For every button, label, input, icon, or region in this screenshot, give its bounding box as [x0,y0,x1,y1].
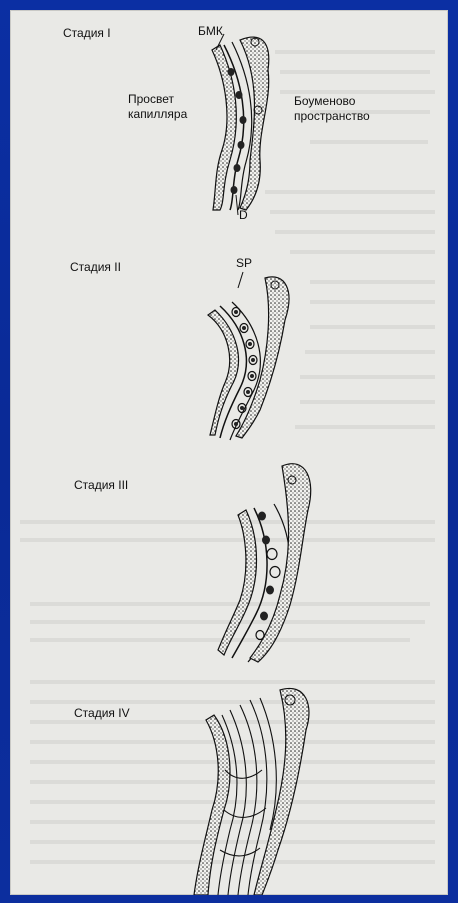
bowman-space-label-line-2: пространство [294,109,370,123]
stage-4-title: Стадия IV [74,706,130,720]
membranous-nephropathy-diagram [10,10,448,895]
stage-3-figure [218,464,311,662]
capillary-lumen-label-line-1: Просвет [128,92,174,106]
capillary-lumen-label-line-2: капилляра [128,107,187,121]
sp-label: SP [236,256,252,270]
d-label: D [239,208,248,222]
stage-1-figure [212,34,269,215]
stage-4-figure [194,688,309,895]
stage-1-title: Стадия I [63,26,111,40]
scanned-page: Стадия I БМК Просвет капилляра Боуменово… [10,10,448,895]
stage-2-title: Стадия II [70,260,121,274]
gbm-label: БМК [198,24,223,38]
stage-2-figure [208,272,289,440]
bowman-space-label-line-1: Боуменово [294,94,355,108]
stage-3-title: Стадия III [74,478,128,492]
